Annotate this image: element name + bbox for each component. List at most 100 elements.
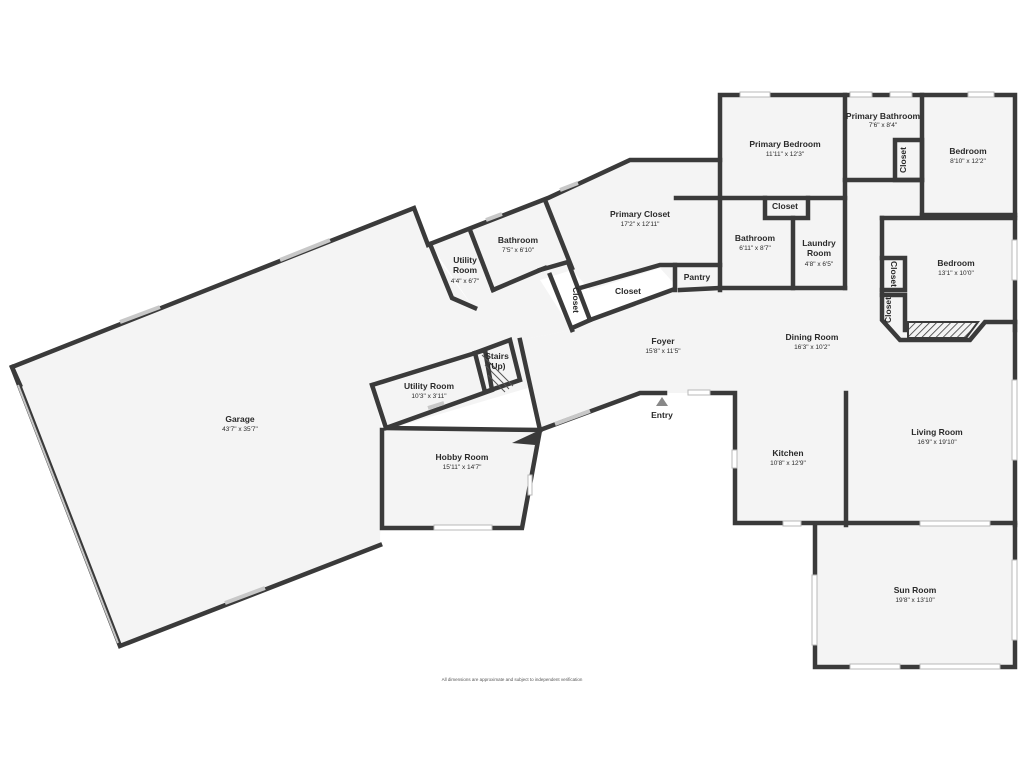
hobby-dim: 15'11" x 14'7" xyxy=(443,464,482,471)
utility-lower-wall xyxy=(369,347,495,431)
window xyxy=(527,474,533,496)
foyer-west xyxy=(517,337,543,433)
laundry-dim: 4'8" x 6'5" xyxy=(805,261,834,268)
window xyxy=(739,91,771,98)
bathroom-left-name: Bathroom xyxy=(498,235,539,245)
window xyxy=(889,91,913,98)
stairs-west xyxy=(472,350,488,395)
window xyxy=(919,520,991,527)
window xyxy=(811,574,818,646)
bedroom1-dim: 8'10" x 12'2" xyxy=(950,158,986,165)
stairs-wall xyxy=(472,337,523,395)
kitchen-dim: 10'8" x 12'9" xyxy=(770,460,806,467)
primary-bedroom-name: Primary Bedroom xyxy=(749,139,821,149)
closet-vert-wall xyxy=(537,259,593,331)
utility-lower-name: Utility Room xyxy=(404,381,454,391)
window xyxy=(485,212,503,222)
foyer-dim: 15'8" x 11'5" xyxy=(645,348,681,355)
sun-room-floor xyxy=(815,525,1015,667)
closet-b2b-name: Closet xyxy=(883,297,893,323)
garage-name: Garage xyxy=(225,414,255,424)
sun-room-name: Sun Room xyxy=(894,585,937,595)
bathroom-mid-dim: 6'11" x 8'7" xyxy=(739,245,771,252)
closet-b2a-name: Closet xyxy=(889,261,899,287)
window xyxy=(554,409,591,426)
dining-dim: 16'3" x 10'2" xyxy=(794,344,830,351)
utility-lower-dim: 10'3" x 3'11" xyxy=(411,393,447,400)
closet-mid-name: Closet xyxy=(615,286,641,296)
windows xyxy=(17,91,1018,670)
bath-left-east-wall xyxy=(542,197,575,271)
hobby-corner xyxy=(512,430,540,445)
living-dim: 16'9" x 19'10" xyxy=(917,439,957,446)
garage-floor xyxy=(12,208,483,646)
closet-bed1-name: Closet xyxy=(898,147,908,173)
hobby-name: Hobby Room xyxy=(436,452,489,462)
entry-label: Entry xyxy=(651,410,673,420)
bath-left-west-wall xyxy=(467,227,496,293)
stair-tread xyxy=(487,374,506,393)
window xyxy=(782,520,802,527)
closet-vert-inner xyxy=(547,272,575,333)
closet-b2b-wall xyxy=(879,292,908,333)
window xyxy=(849,663,901,670)
entry-arrow-icon xyxy=(656,397,668,406)
kitchen-name: Kitchen xyxy=(772,448,803,458)
pantry-wall xyxy=(677,285,723,293)
stairs-treads xyxy=(481,354,514,393)
hobby-floor xyxy=(380,430,540,528)
window xyxy=(119,305,161,324)
dining-name: Dining Room xyxy=(786,332,839,342)
garage-dim: 43'7" x 35'7" xyxy=(222,426,258,433)
window xyxy=(1011,379,1018,461)
closet-mid-south xyxy=(587,287,675,323)
window xyxy=(967,91,995,98)
window xyxy=(849,91,873,98)
window xyxy=(687,389,711,396)
utility-upper-dim: 4'4" x 6'7" xyxy=(451,278,480,285)
window xyxy=(433,524,493,531)
window xyxy=(1011,239,1018,281)
primary-bath-name: Primary Bathroom xyxy=(846,111,921,121)
closet-vert-name: Closet xyxy=(571,287,581,313)
window xyxy=(427,401,445,410)
bedroom2-name: Bedroom xyxy=(937,258,975,268)
foyer-name: Foyer xyxy=(651,336,675,346)
bathroom-left-dim: 7'5" x 6'10" xyxy=(502,247,535,254)
bedroom2-dim: 13'1" x 10'0" xyxy=(938,270,974,277)
window xyxy=(1011,559,1018,641)
closet-b2-wall xyxy=(879,255,908,293)
bathroom-mid-name: Bathroom xyxy=(735,233,776,243)
closet-pb-wall xyxy=(762,195,811,221)
window xyxy=(224,586,266,605)
primary-closet-dim: 17'2" x 12'11" xyxy=(621,221,660,228)
bedroom1-name: Bedroom xyxy=(949,146,987,156)
east-wing-floor xyxy=(520,95,1015,525)
bedroom2-west xyxy=(879,215,1018,343)
stair-tread xyxy=(481,354,514,387)
closet-bed1-wall xyxy=(892,137,925,183)
primary-closet-name: Primary Closet xyxy=(610,209,670,219)
closet-mid-wall xyxy=(577,262,723,291)
fireplace-hatch xyxy=(907,321,980,339)
stair-tread xyxy=(484,364,510,390)
window xyxy=(919,663,1001,670)
living-name: Living Room xyxy=(911,427,963,437)
primary-bedroom-dim: 11'11" x 12'3" xyxy=(766,151,805,158)
pantry-name: Pantry xyxy=(684,272,711,282)
west-wing-floor xyxy=(430,160,720,350)
primary-bath-dim: 7'6" x 8'4" xyxy=(869,122,898,129)
stairs-name: Stairs(Up) xyxy=(485,351,509,371)
garage-corner-wall xyxy=(9,364,23,388)
floor-fills xyxy=(12,95,1015,667)
hobby-north xyxy=(383,425,543,433)
window xyxy=(559,181,579,192)
window xyxy=(17,384,119,644)
sun-room-dim: 19'8" x 13'10" xyxy=(895,597,935,604)
closet-pb-name: Closet xyxy=(772,201,798,211)
utility-upper-wall xyxy=(427,241,478,311)
